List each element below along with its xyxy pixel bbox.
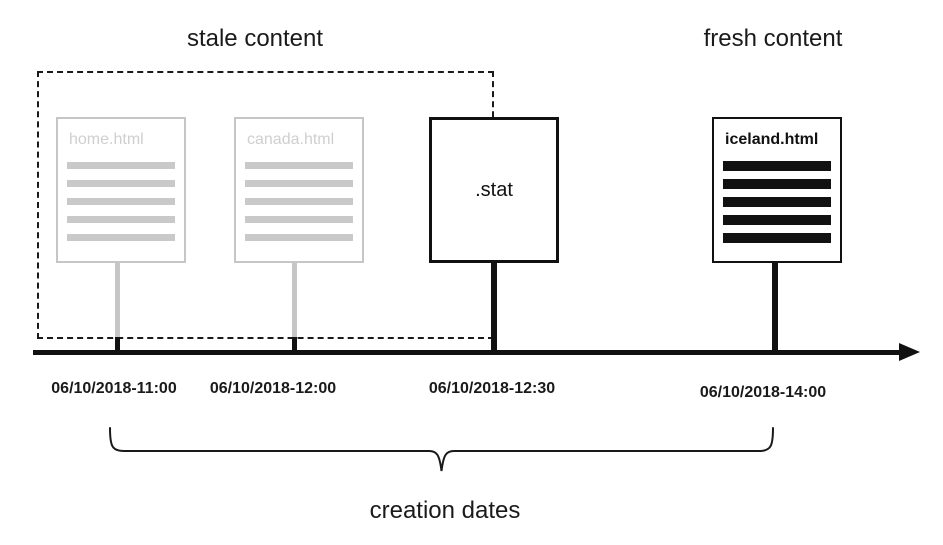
content-line: [67, 198, 175, 205]
content-line: [723, 197, 831, 207]
content-line: [723, 179, 831, 189]
date-label: 06/10/2018-14:00: [699, 384, 827, 401]
document-content-lines: [723, 161, 831, 243]
tick-mark: [115, 337, 120, 353]
stat-label: .stat: [475, 178, 513, 201]
document-card-canada: canada.html: [234, 117, 364, 263]
content-line: [723, 161, 831, 171]
stem-home: [115, 263, 120, 353]
arrowhead-icon: [899, 343, 920, 361]
stale-content-label: stale content: [186, 25, 324, 52]
tick-mark: [292, 337, 297, 353]
content-line: [723, 215, 831, 225]
date-label: 06/10/2018-12:00: [209, 380, 337, 397]
stem-canada: [292, 263, 297, 353]
content-line: [245, 216, 353, 223]
content-line: [245, 162, 353, 169]
stat-marker-box: .stat: [429, 117, 559, 263]
document-title: iceland.html: [725, 131, 819, 148]
document-content-lines: [67, 162, 175, 241]
content-line: [245, 180, 353, 187]
stem-stat: [491, 263, 497, 353]
content-line: [67, 162, 175, 169]
date-label: 06/10/2018-12:30: [428, 380, 556, 397]
fresh-content-label: fresh content: [703, 25, 843, 52]
timeline-axis: [33, 350, 902, 355]
document-card-home: home.html: [56, 117, 186, 263]
content-line: [245, 198, 353, 205]
creation-dates-label: creation dates: [369, 497, 521, 524]
date-label: 06/10/2018-11:00: [51, 380, 177, 397]
document-title: canada.html: [247, 131, 335, 148]
content-line: [245, 234, 353, 241]
content-line: [723, 233, 831, 243]
content-line: [67, 216, 175, 223]
document-content-lines: [245, 162, 353, 241]
document-card-iceland: iceland.html: [712, 117, 842, 263]
content-line: [67, 180, 175, 187]
document-title: home.html: [69, 131, 144, 148]
content-line: [67, 234, 175, 241]
stem-iceland: [772, 263, 778, 353]
